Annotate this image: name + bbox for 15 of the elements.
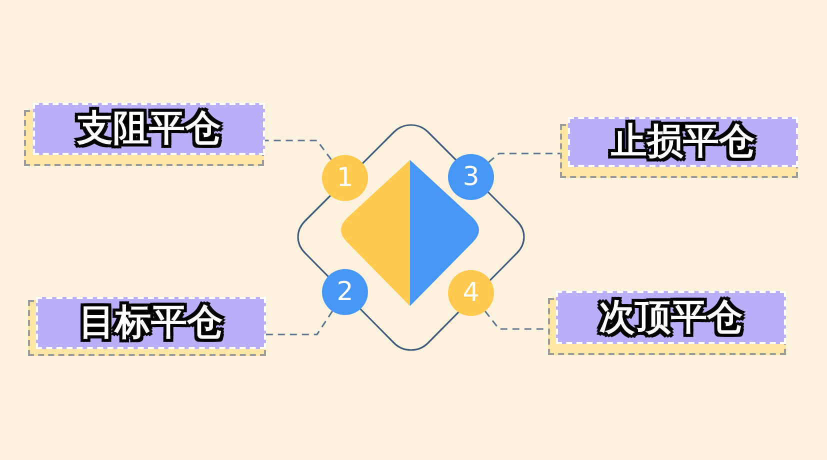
step-number: 1 <box>336 165 354 191</box>
number-circle <box>448 270 494 316</box>
connector-line <box>264 140 332 160</box>
card-title: 目标平仓 <box>79 305 223 341</box>
connector-line <box>488 152 560 163</box>
connector-line <box>266 310 334 336</box>
number-circle <box>322 155 368 201</box>
step-number: 2 <box>336 279 354 305</box>
card-title: 次顶平仓 <box>599 300 743 336</box>
number-circle <box>322 269 368 315</box>
step-number: 4 <box>462 280 480 306</box>
number-circle <box>448 154 494 200</box>
card-title: 止损平仓 <box>611 124 755 160</box>
step-number: 3 <box>462 164 480 190</box>
card-title: 支阻平仓 <box>77 111 221 147</box>
